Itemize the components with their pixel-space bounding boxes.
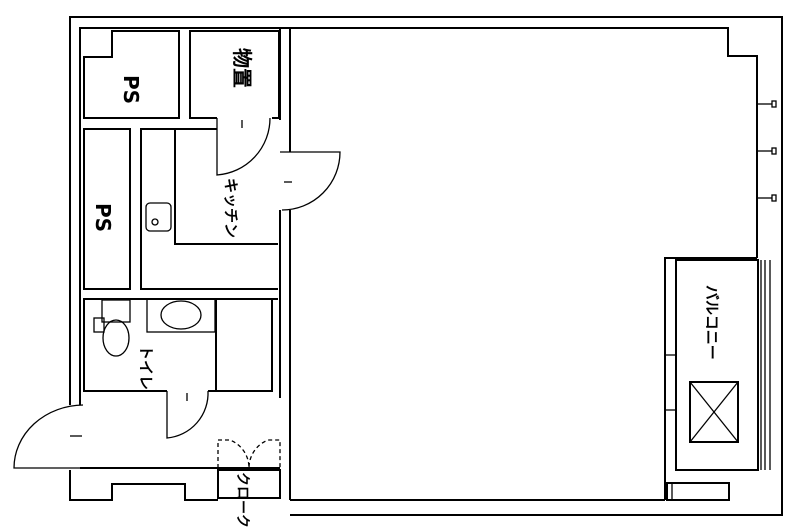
toilet-bowl [102,319,130,357]
toilet-tank [101,299,131,323]
storage [189,30,280,119]
main-room-walls [279,28,777,500]
outer-walls [69,16,783,516]
balcony [665,259,771,501]
label-storage: 物置 [230,48,254,88]
ps-upper [83,30,180,119]
label-balcony: バルコニー [703,285,721,360]
kitchen [140,128,278,290]
label-toilet: トイレ [137,345,155,390]
label-kitchen: キッチン [222,178,240,238]
label-ps-lower: PS [91,203,115,232]
closet [217,439,281,499]
toilet-door[interactable] [166,390,209,439]
toilet [83,298,278,392]
sink [145,202,172,232]
storage-door[interactable] [216,117,271,176]
drain-hatch [689,381,739,443]
entrance-door[interactable] [13,404,84,469]
label-ps-upper: PS [119,75,143,104]
label-closet: クローク [234,472,250,528]
room-door[interactable] [280,151,341,211]
ps-lower [83,128,131,290]
wash-basin [160,300,202,330]
